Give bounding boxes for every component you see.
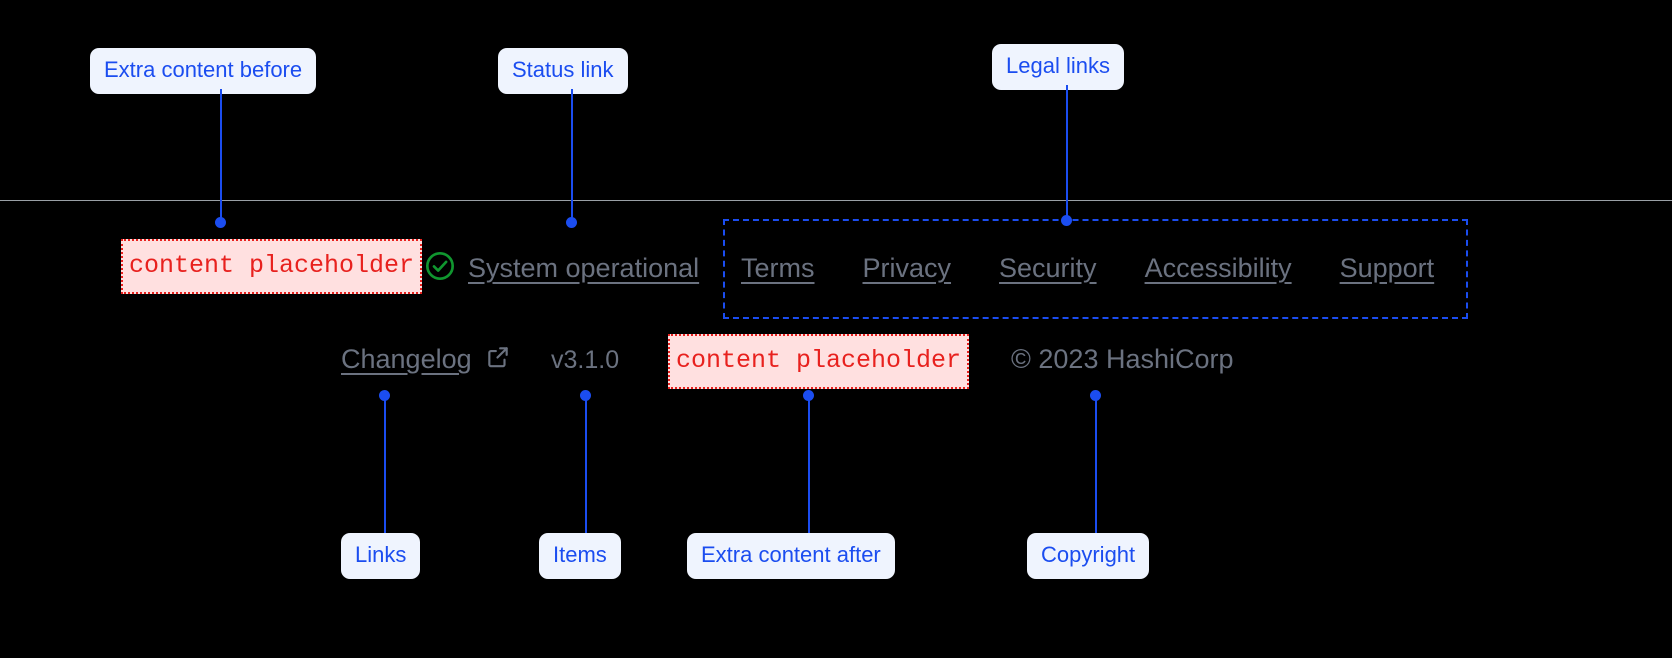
callout-label: Copyright — [1041, 542, 1136, 567]
legal-links-highlight-box — [723, 219, 1468, 319]
leader-line-extra-content-after — [808, 396, 810, 533]
callout-label: Status link — [512, 57, 614, 82]
status-link[interactable]: System operational — [424, 250, 699, 287]
legal-links-nav: Terms Privacy Security Accessibility Sup… — [741, 253, 1434, 284]
callout-extra-content-after: Extra content after — [687, 533, 895, 579]
legal-link-support[interactable]: Support — [1339, 253, 1435, 283]
legal-link-security[interactable]: Security — [999, 253, 1097, 283]
legal-link-accessibility[interactable]: Accessibility — [1144, 253, 1292, 283]
callout-label: Legal links — [1006, 53, 1110, 78]
footer-top-divider — [0, 200, 1672, 201]
leader-line-status-link — [571, 89, 573, 221]
status-link-label: System operational — [468, 253, 700, 283]
callout-legal-links: Legal links — [992, 44, 1124, 90]
leader-dot-items — [580, 390, 591, 401]
callout-copyright: Copyright — [1027, 533, 1150, 579]
leader-line-links — [384, 396, 386, 533]
callout-label: Items — [553, 542, 607, 567]
leader-dot-links — [379, 390, 390, 401]
callout-extra-content-before: Extra content before — [90, 48, 317, 94]
callout-label: Extra content before — [104, 57, 303, 82]
check-circle-icon — [424, 250, 456, 287]
leader-dot-extra-content-after — [803, 390, 814, 401]
leader-line-copyright — [1095, 396, 1097, 533]
external-link-icon — [485, 344, 511, 375]
callout-links: Links — [341, 533, 421, 579]
callout-label: Links — [355, 542, 407, 567]
extra-content-after-placeholder: content placeholder — [668, 334, 970, 389]
callout-items: Items — [539, 533, 621, 579]
leader-dot-copyright — [1090, 390, 1101, 401]
changelog-label: Changelog — [341, 344, 472, 374]
changelog-link[interactable]: Changelog — [341, 344, 511, 375]
leader-dot-extra-content-before — [215, 217, 226, 228]
leader-line-legal-links — [1066, 85, 1068, 221]
callout-label: Extra content after — [701, 542, 881, 567]
legal-link-privacy[interactable]: Privacy — [862, 253, 952, 283]
version-label: v3.1.0 — [551, 346, 620, 374]
leader-line-extra-content-before — [220, 89, 222, 221]
legal-link-terms[interactable]: Terms — [741, 253, 815, 283]
leader-dot-status-link — [566, 217, 577, 228]
extra-content-before-placeholder: content placeholder — [121, 239, 423, 294]
leader-line-items — [585, 396, 587, 533]
copyright-label: © 2023 HashiCorp — [1011, 344, 1234, 374]
callout-status-link: Status link — [498, 48, 628, 94]
